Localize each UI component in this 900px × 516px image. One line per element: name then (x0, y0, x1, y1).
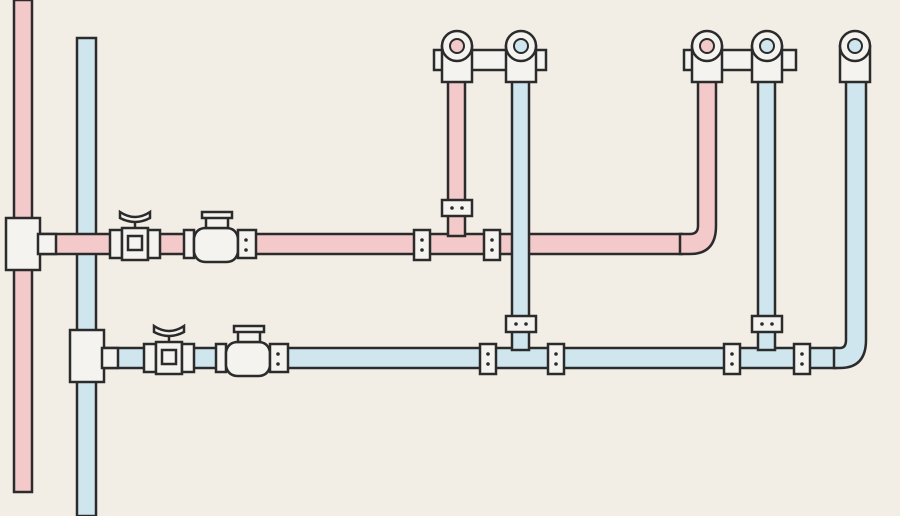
cold-tee-collar (100, 346, 120, 370)
cold-outlet-elbow-1 (504, 29, 538, 84)
cold-water-branch-riser-2 (756, 78, 777, 352)
cold-outlet-elbow-3 (838, 29, 872, 84)
cold-water-riser (75, 36, 98, 516)
cold-tee-branch-2 (750, 314, 784, 334)
cold-water-branch-riser-1 (510, 78, 531, 352)
hot-coupling-2 (482, 228, 502, 262)
cold-riser-tee-fitting (68, 328, 106, 384)
hot-tee-collar (36, 232, 58, 256)
cold-tee-branch-1 (504, 314, 538, 334)
hot-ball-valve (108, 209, 162, 262)
cold-outlet-elbow-2 (750, 29, 784, 84)
hot-coupling-1 (412, 228, 432, 262)
cold-coupling-3 (722, 342, 742, 376)
hot-riser-tee-fitting (4, 216, 42, 272)
cold-coupling-2 (546, 342, 566, 376)
hot-tee-branch (440, 198, 474, 218)
coupling-rivets (244, 206, 804, 366)
hot-outlet-elbow-1 (440, 29, 474, 84)
cold-ball-valve (142, 323, 196, 376)
cold-check-valve (214, 324, 290, 378)
hot-check-valve (182, 210, 258, 264)
hot-outlet-elbow-2 (690, 29, 724, 84)
cold-coupling-4 (792, 342, 812, 376)
cold-coupling-1 (478, 342, 498, 376)
